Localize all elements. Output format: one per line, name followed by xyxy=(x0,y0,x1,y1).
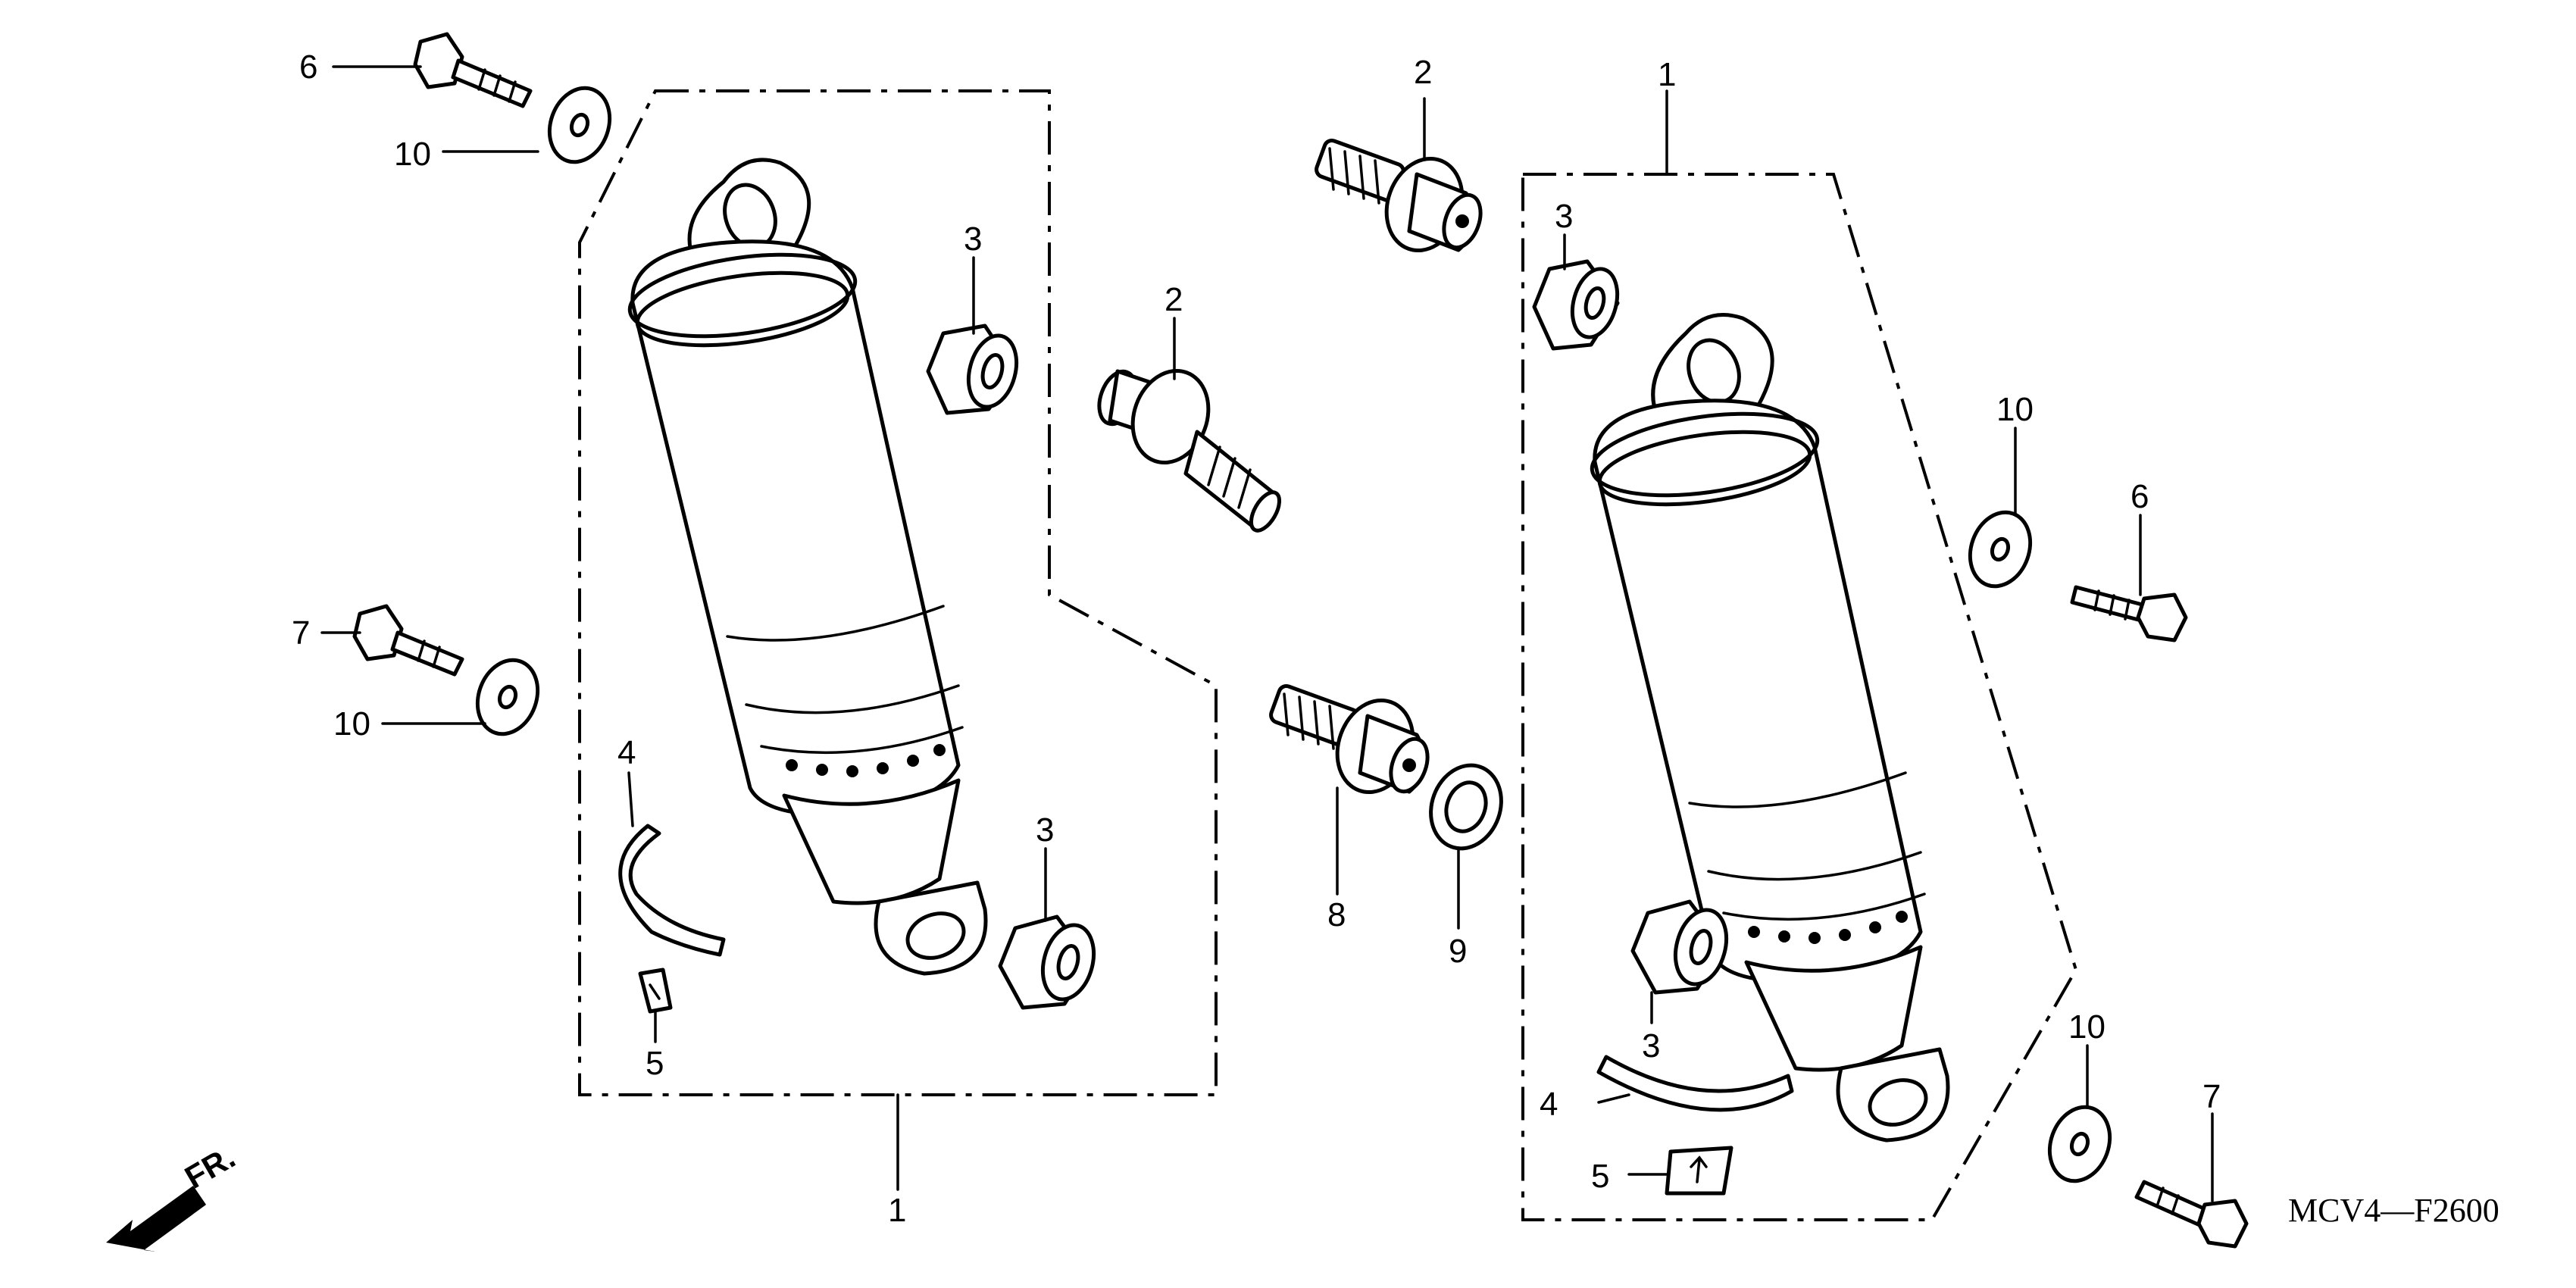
callout-10-mid-right: 10 xyxy=(1996,391,2034,428)
callout-2-mid: 2 xyxy=(1165,281,1183,318)
front-arrow-icon xyxy=(106,1186,206,1252)
washer-10-top-left xyxy=(547,86,612,164)
callout-6-left: 6 xyxy=(299,48,317,86)
callout-3-left-top: 3 xyxy=(964,220,982,258)
stud-bolt-mid xyxy=(1097,368,1282,533)
callout-3-right-bottom: 3 xyxy=(1642,1027,1660,1064)
collar-3-right-bottom xyxy=(1630,899,1729,995)
flange-bolt-7-right xyxy=(2134,1180,2249,1249)
callout-1-left: 1 xyxy=(888,1192,906,1229)
callout-5-right: 5 xyxy=(1591,1158,1609,1195)
callout-8: 8 xyxy=(1327,896,1346,933)
callout-3-left-bottom: 3 xyxy=(1036,811,1054,849)
collar-3-left-top xyxy=(926,324,1019,415)
callout-2-top: 2 xyxy=(1414,54,1432,91)
callout-1-right: 1 xyxy=(1658,56,1676,93)
callout-4-left: 4 xyxy=(617,734,636,771)
right-shock-absorber xyxy=(1590,313,1950,1143)
right-assembly-boundary xyxy=(1521,173,2078,1221)
callout-6-right: 6 xyxy=(2131,478,2149,515)
callout-3-right-top: 3 xyxy=(1555,198,1573,235)
callout-9: 9 xyxy=(1449,933,1467,970)
callout-10-mid-left: 10 xyxy=(333,705,370,742)
collar-3-left-bottom xyxy=(998,914,1096,1010)
washer-10-bottom-right xyxy=(2047,1105,2112,1183)
flange-bolt-6-left xyxy=(413,32,533,108)
label-5-left xyxy=(638,968,673,1014)
front-direction-indicator: FR. xyxy=(106,1139,241,1252)
left-shock-vent-holes xyxy=(786,744,946,777)
washer-10-mid-right xyxy=(1968,510,2033,589)
flange-bolt-7-left xyxy=(352,604,464,677)
callout-4-right: 4 xyxy=(1540,1086,1558,1123)
callout-5-left: 5 xyxy=(646,1045,664,1082)
callout-7-left: 7 xyxy=(292,614,310,652)
stud-bolt-top xyxy=(1315,139,1483,253)
band-4-left xyxy=(618,824,726,957)
band-4-right xyxy=(1596,1055,1794,1112)
washer-10-mid-left xyxy=(475,658,540,736)
callout-10-top-left: 10 xyxy=(394,136,431,173)
washer-9 xyxy=(1429,763,1503,851)
callout-10-bottom-right: 10 xyxy=(2068,1008,2106,1046)
callout-numbers: 6 10 7 10 1 1 2 2 3 3 3 3 4 4 5 5 8 9 10… xyxy=(292,48,2221,1229)
collar-3-right-top xyxy=(1532,259,1620,351)
left-assembly-boundary xyxy=(578,89,1218,1096)
diagram-code: MCV4—F2600 xyxy=(2288,1192,2499,1229)
front-indicator-label: FR. xyxy=(179,1139,241,1196)
callout-7-right: 7 xyxy=(2202,1078,2221,1115)
label-5-right xyxy=(1665,1146,1733,1196)
leader-lines xyxy=(320,65,2214,1202)
left-shock-absorber xyxy=(627,158,988,976)
flange-bolt-6-right xyxy=(2070,585,2188,642)
right-shock-vent-holes xyxy=(1748,911,1908,944)
stud-bolt-8 xyxy=(1269,684,1430,795)
